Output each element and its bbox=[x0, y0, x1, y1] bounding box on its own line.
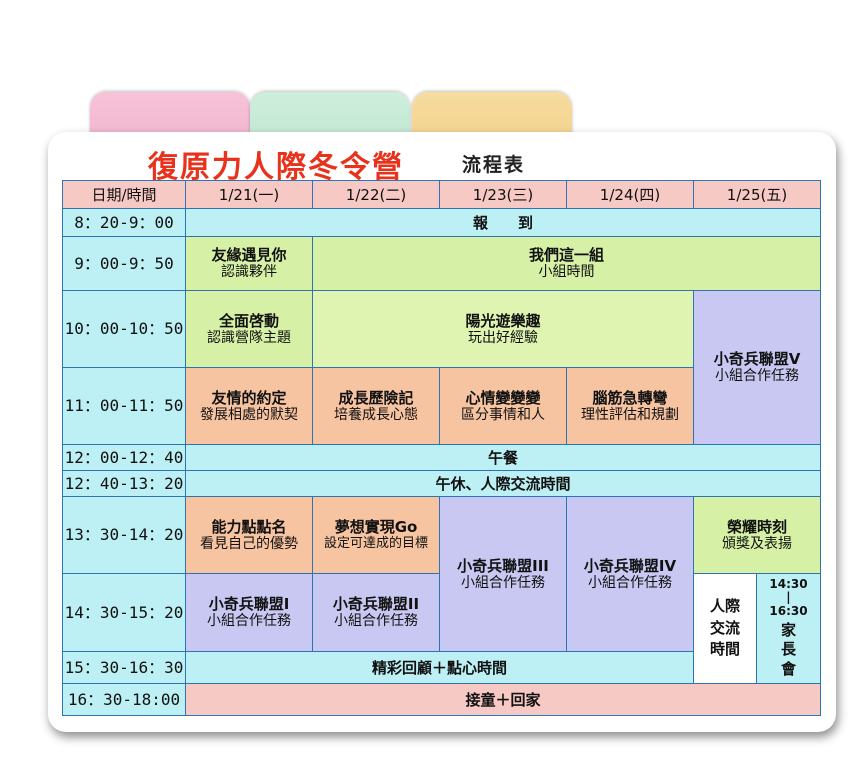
time-slot: 16：30-18:00 bbox=[62, 683, 186, 716]
pickup-cell: 接童＋回家 bbox=[185, 683, 821, 716]
parent-meeting-sep: | bbox=[786, 590, 791, 605]
time-slot: 12：40-13：20 bbox=[62, 470, 186, 497]
lunch-cell: 午餐 bbox=[185, 444, 821, 471]
session-title: 我們這一組 bbox=[528, 246, 604, 265]
session-title: 成長歷險記 bbox=[338, 388, 414, 407]
session-subtitle: 理性評估和規劃 bbox=[581, 406, 679, 423]
review-cell: 精彩回顧＋點心時間 bbox=[185, 651, 694, 684]
session-cell: 陽光遊樂趣 玩出好經驗 bbox=[312, 290, 694, 368]
session-subtitle: 小組合作任務 bbox=[461, 574, 545, 591]
session-subtitle: 看見自己的優勢 bbox=[200, 535, 298, 552]
session-cell: 友緣遇見你 認識夥伴 bbox=[185, 236, 313, 291]
session-title: 小奇兵聯盟II bbox=[332, 595, 420, 614]
session-title: 友情的約定 bbox=[211, 388, 287, 407]
session-cell: 成長歷險記 培養成長心態 bbox=[312, 367, 440, 445]
session-subtitle: 玩出好經驗 bbox=[468, 329, 538, 346]
session-subtitle: 頒獎及表揚 bbox=[722, 535, 792, 552]
session-subtitle: 培養成長心態 bbox=[334, 406, 418, 423]
session-title: 全面啓動 bbox=[218, 311, 279, 330]
header-date-time: 日期/時間 bbox=[62, 180, 186, 209]
page-title: 復原力人際冬令營 bbox=[148, 150, 404, 185]
header-day-5: 1/25(五) bbox=[693, 180, 821, 209]
time-slot: 9：00-9：50 bbox=[62, 236, 186, 291]
session-title: 榮耀時刻 bbox=[726, 517, 787, 536]
session-subtitle: 設定可達成的目標 bbox=[323, 536, 428, 552]
header-day-2: 1/22(二) bbox=[312, 180, 440, 209]
header-day-4: 1/24(四) bbox=[566, 180, 694, 209]
session-cell: 小奇兵聯盟II 小組合作任務 bbox=[312, 573, 440, 652]
time-slot: 15：30-16：30 bbox=[62, 651, 186, 684]
time-slot: 14：30-15：20 bbox=[62, 573, 186, 652]
parent-meeting-title: 家長會 bbox=[780, 620, 796, 678]
session-cell: 小奇兵聯盟I 小組合作任務 bbox=[185, 573, 313, 652]
session-subtitle: 小組合作任務 bbox=[715, 368, 799, 385]
session-cell: 腦筋急轉彎 理性評估和規劃 bbox=[566, 367, 694, 445]
checkin-cell: 報 到 bbox=[185, 208, 821, 237]
session-subtitle: 小組時間 bbox=[538, 264, 595, 281]
parent-meeting-start: 14:30 bbox=[769, 576, 808, 591]
session-subtitle: 發展相處的默契 bbox=[200, 406, 298, 423]
session-title: 腦筋急轉彎 bbox=[592, 388, 668, 407]
session-title: 小奇兵聯盟III bbox=[457, 556, 549, 575]
session-cell: 榮耀時刻 頒獎及表揚 bbox=[693, 496, 821, 574]
time-slot: 8：20-9：00 bbox=[62, 208, 186, 237]
session-title: 小奇兵聯盟V bbox=[713, 350, 801, 369]
session-cell: 小奇兵聯盟IV 小組合作任務 bbox=[566, 496, 694, 652]
social-time-label: 人際交流時間 bbox=[709, 596, 740, 659]
friday-afternoon-split: 人際交流時間 14:30 | 16:30 家長會 bbox=[693, 573, 821, 684]
time-slot: 11：00-11：50 bbox=[62, 367, 186, 445]
session-cell: 心情變變變 區分事情和人 bbox=[439, 367, 567, 445]
time-slot: 13：30-14：20 bbox=[62, 496, 186, 574]
session-subtitle: 認識營隊主題 bbox=[207, 329, 291, 346]
session-subtitle: 小組合作任務 bbox=[588, 574, 672, 591]
page-subtitle: 流程表 bbox=[462, 154, 526, 176]
schedule-table: 日期/時間 1/21(一) 1/22(二) 1/23(三) 1/24(四) 1/… bbox=[62, 180, 821, 716]
session-cell: 夢想實現Go 設定可達成的目標 bbox=[312, 496, 440, 574]
session-cell: 我們這一組 小組時間 bbox=[312, 236, 821, 291]
session-title: 小奇兵聯盟I bbox=[208, 595, 290, 614]
time-slot: 12：00-12：40 bbox=[62, 444, 186, 471]
session-subtitle: 小組合作任務 bbox=[207, 613, 291, 630]
header-day-1: 1/21(一) bbox=[185, 180, 313, 209]
session-cell: 全面啓動 認識營隊主題 bbox=[185, 290, 313, 368]
session-subtitle: 認識夥伴 bbox=[221, 264, 277, 281]
time-slot: 10：00-10：50 bbox=[62, 290, 186, 368]
session-subtitle: 小組合作任務 bbox=[334, 613, 418, 630]
nap-cell: 午休、人際交流時間 bbox=[185, 470, 821, 497]
session-cell: 小奇兵聯盟V 小組合作任務 bbox=[693, 290, 821, 445]
parent-meeting-cell: 14:30 | 16:30 家長會 bbox=[756, 573, 821, 684]
session-title: 能力點點名 bbox=[211, 517, 287, 536]
social-time-cell: 人際交流時間 bbox=[693, 573, 756, 684]
parent-meeting-end: 16:30 bbox=[769, 604, 808, 619]
header-day-3: 1/23(三) bbox=[439, 180, 567, 209]
session-cell: 友情的約定 發展相處的默契 bbox=[185, 367, 313, 445]
session-cell: 能力點點名 看見自己的優勢 bbox=[185, 496, 313, 574]
session-title: 陽光遊樂趣 bbox=[465, 311, 541, 330]
session-title: 小奇兵聯盟IV bbox=[583, 556, 677, 575]
session-subtitle: 區分事情和人 bbox=[461, 406, 545, 423]
session-cell: 小奇兵聯盟III 小組合作任務 bbox=[439, 496, 567, 652]
session-title: 心情變變變 bbox=[465, 388, 541, 407]
session-title: 友緣遇見你 bbox=[211, 246, 287, 265]
session-title: 夢想實現Go bbox=[334, 518, 418, 537]
